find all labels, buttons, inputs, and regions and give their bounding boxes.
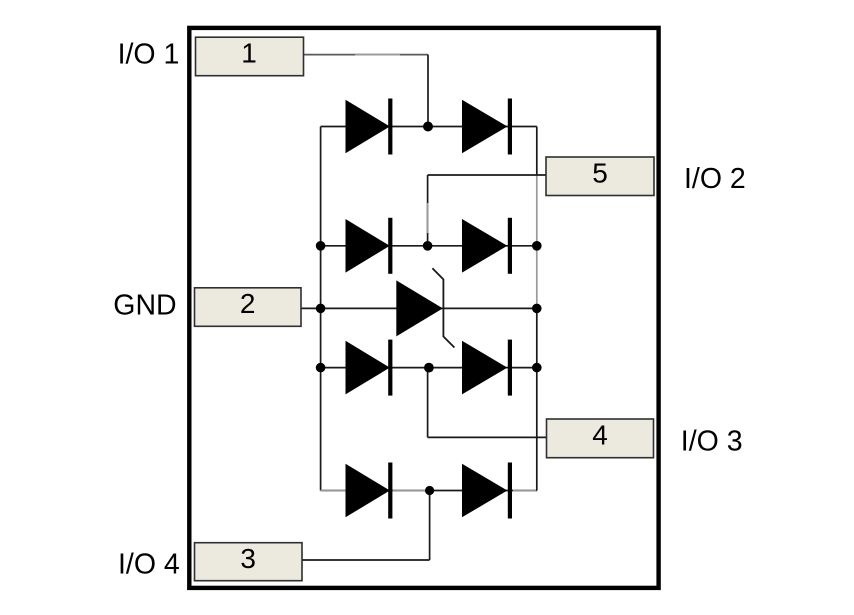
svg-text:I/O 4: I/O 4 xyxy=(118,548,180,580)
svg-text:I/O 2: I/O 2 xyxy=(684,163,746,195)
svg-text:2: 2 xyxy=(240,288,256,319)
svg-text:5: 5 xyxy=(592,157,608,188)
svg-text:1: 1 xyxy=(241,38,257,69)
svg-text:GND: GND xyxy=(113,289,176,321)
svg-text:4: 4 xyxy=(592,420,608,451)
svg-text:I/O 1: I/O 1 xyxy=(118,39,180,71)
svg-text:I/O 3: I/O 3 xyxy=(681,425,743,457)
svg-text:3: 3 xyxy=(240,543,256,574)
